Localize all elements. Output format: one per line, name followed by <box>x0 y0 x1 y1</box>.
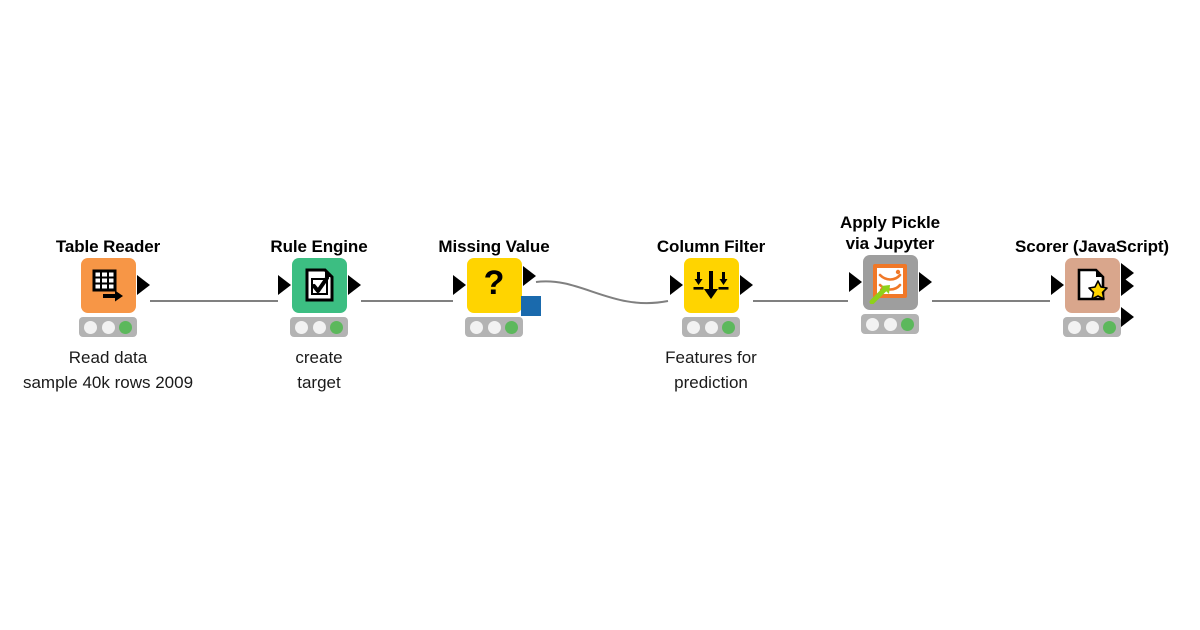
node-annotation-rule-engine: create target <box>295 348 343 392</box>
node-title-missing-value: Missing Value <box>438 237 550 256</box>
status-dot-idle <box>686 320 700 334</box>
status-dot-active <box>901 317 915 331</box>
node-apply-pickle-via-jupyter[interactable]: Apply Pickle via Jupyter <box>780 212 1000 342</box>
connection-missing-value-to-column-filter[interactable] <box>535 280 669 305</box>
status-bar-table-reader <box>79 317 137 337</box>
status-dot-active <box>722 320 736 334</box>
green-arrow-overlay <box>869 285 890 304</box>
node-title-rule-engine: Rule Engine <box>270 237 368 256</box>
node-rule-engine[interactable]: Rule Engine create target <box>209 236 429 395</box>
node-body-scorer-javascript[interactable] <box>1050 257 1134 327</box>
node-scorer-javascript[interactable]: Scorer (JavaScript) <box>982 236 1200 345</box>
status-dot-active <box>1103 320 1117 334</box>
jupyter-icon <box>869 264 907 304</box>
status-dot-idle <box>1067 320 1081 334</box>
status-dot-idle <box>883 317 897 331</box>
input-port-1[interactable] <box>669 275 683 295</box>
node-title-table-reader: Table Reader <box>55 237 161 256</box>
node-column-filter[interactable]: Column Filter <box>601 236 821 395</box>
document-star-icon <box>1077 268 1108 301</box>
output-port-1[interactable] <box>136 275 150 295</box>
status-bar-missing-value <box>465 317 523 337</box>
node-body-missing-value[interactable]: ? <box>452 257 541 316</box>
status-bar-scorer-javascript <box>1063 317 1121 337</box>
status-dot-idle <box>294 320 308 334</box>
node-annotation-column-filter: Features for prediction <box>665 348 757 392</box>
node-body-row <box>209 257 429 313</box>
output-port-1[interactable] <box>347 275 361 295</box>
status-dot-idle <box>312 320 326 334</box>
node-title-column-filter: Column Filter <box>656 237 766 256</box>
node-title-apply-pickle-via-jupyter: Apply Pickle via Jupyter <box>840 213 940 253</box>
status-dot-idle <box>83 320 97 334</box>
output-port-3[interactable] <box>1120 306 1134 327</box>
node-body-row <box>780 254 1000 310</box>
output-port-2-blue[interactable] <box>520 295 541 316</box>
question-mark-icon: ? <box>484 267 505 302</box>
table-arrow-icon <box>92 269 123 302</box>
status-bar-apply-pickle-via-jupyter <box>861 314 919 334</box>
node-body-row: ? <box>384 257 604 316</box>
document-check-icon <box>305 268 334 302</box>
status-bar-rule-engine <box>290 317 348 337</box>
node-body-table-reader[interactable] <box>80 257 150 313</box>
output-port-2[interactable] <box>1120 275 1134 296</box>
status-dot-idle <box>704 320 718 334</box>
status-dot-idle <box>469 320 483 334</box>
input-port-1[interactable] <box>452 275 466 295</box>
node-title-scorer-javascript: Scorer (JavaScript) <box>1014 237 1169 256</box>
status-bar-column-filter <box>682 317 740 337</box>
status-dot-idle <box>101 320 115 334</box>
status-dot-active <box>505 320 519 334</box>
output-port-1[interactable] <box>918 272 932 292</box>
node-body-column-filter[interactable] <box>669 257 753 313</box>
status-dot-idle <box>1085 320 1099 334</box>
node-body-apply-pickle-via-jupyter[interactable] <box>848 254 932 310</box>
node-body-rule-engine[interactable] <box>277 257 361 313</box>
output-port-1[interactable] <box>522 265 536 286</box>
input-port-1[interactable] <box>277 275 291 295</box>
node-body-row <box>601 257 821 313</box>
filter-arrows-icon <box>693 271 729 299</box>
node-body-row <box>0 257 218 313</box>
node-missing-value[interactable]: Missing Value ? <box>384 236 604 345</box>
node-annotation-table-reader: Read data sample 40k rows 2009 <box>22 348 194 392</box>
node-body-row <box>982 257 1200 327</box>
node-table-reader[interactable]: Table Reader Read data sample 40k row <box>0 236 218 395</box>
status-dot-active <box>330 320 344 334</box>
status-dot-active <box>119 320 133 334</box>
input-port-1[interactable] <box>848 272 862 292</box>
output-port-1[interactable] <box>739 275 753 295</box>
status-dot-idle <box>865 317 879 331</box>
status-dot-idle <box>487 320 501 334</box>
input-port-1[interactable] <box>1050 275 1064 295</box>
svg-text:?: ? <box>484 267 505 302</box>
